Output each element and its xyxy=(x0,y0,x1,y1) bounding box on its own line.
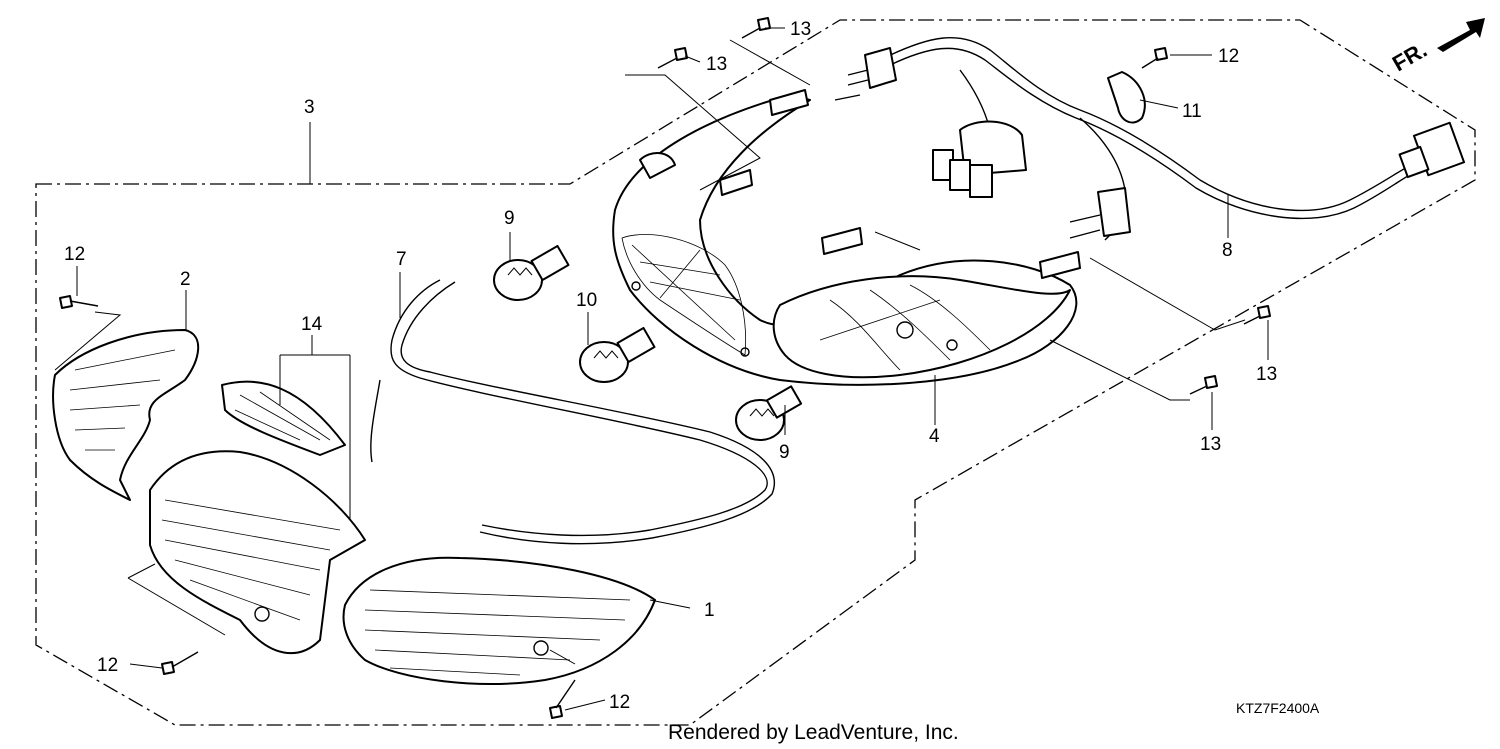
callout-11: 11 xyxy=(1182,101,1202,122)
callout-9-lower: 9 xyxy=(779,442,790,463)
part-clamp xyxy=(1107,71,1146,124)
callout-14: 14 xyxy=(301,314,323,335)
part-wire-harness xyxy=(834,36,1466,241)
part-large-lens xyxy=(149,450,366,654)
callout-7: 7 xyxy=(396,249,407,270)
part-bulb-middle xyxy=(579,326,656,383)
screw-13-top-b xyxy=(657,47,688,69)
callout-13-right-b: 13 xyxy=(1200,434,1221,455)
direction-label: FR. xyxy=(1388,37,1431,76)
part-housing xyxy=(612,89,1081,386)
callout-12-bottom-left: 12 xyxy=(97,655,118,676)
callout-1: 1 xyxy=(704,600,715,621)
part-side-lens xyxy=(52,329,200,501)
callout-8: 8 xyxy=(1222,240,1233,261)
callout-3: 3 xyxy=(304,97,315,118)
screw-13-top-a xyxy=(741,17,771,39)
screw-13-right-a xyxy=(1243,305,1271,325)
callout-12-left: 12 xyxy=(64,244,85,265)
screw-12-bottom-center xyxy=(549,679,576,719)
footer-credit: Rendered by LeadVenture, Inc. xyxy=(668,721,959,744)
part-small-lens xyxy=(221,380,346,456)
part-bulb-upper xyxy=(493,244,570,301)
leader-lines xyxy=(54,27,1269,711)
screw-13-right-b xyxy=(1189,375,1218,395)
callout-13-top-b: 13 xyxy=(706,54,727,75)
diagram-code: KTZ7F2400A xyxy=(1236,700,1320,716)
assembly-boundary xyxy=(35,19,1476,726)
callout-13-right-a: 13 xyxy=(1256,364,1277,385)
screw-12-bottom-left xyxy=(161,651,199,675)
callout-13-top-a: 13 xyxy=(790,19,811,40)
callout-12-bottom: 12 xyxy=(609,692,630,713)
callout-2: 2 xyxy=(180,269,191,290)
front-direction-arrow: FR. xyxy=(1388,18,1485,76)
callout-4: 4 xyxy=(929,426,940,447)
arrow-icon xyxy=(1437,18,1485,52)
part-bulb-lower xyxy=(735,385,803,441)
callout-10: 10 xyxy=(576,290,597,311)
callout-9-upper: 9 xyxy=(504,208,515,229)
part-gasket xyxy=(390,279,768,537)
screw-12-top-left xyxy=(59,295,99,309)
screw-12-top-right xyxy=(1141,47,1168,69)
part-main-lens xyxy=(342,556,656,685)
callout-12-top-right: 12 xyxy=(1218,46,1239,67)
